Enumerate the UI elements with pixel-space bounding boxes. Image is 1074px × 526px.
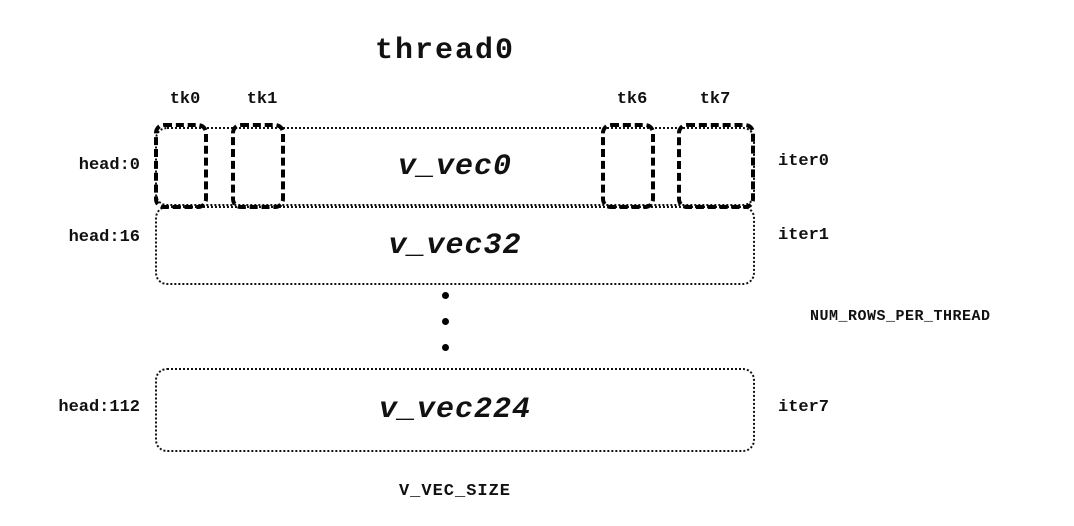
tk1-box (231, 123, 285, 209)
head-offset-iter1: head:16 (68, 228, 140, 247)
tk-label-7: tk7 (699, 90, 731, 109)
num-rows-per-thread-label: NUM_ROWS_PER_THREAD (810, 308, 991, 325)
iter-label-0: iter0 (778, 152, 830, 171)
ellipsis-dot (441, 318, 449, 325)
vvec-label-iter0: v_vec0 (397, 149, 513, 184)
v-vec-size-label: V_VEC_SIZE (398, 482, 512, 501)
vvec-label-iter7: v_vec224 (378, 393, 532, 427)
tk7-box (677, 123, 755, 209)
tk-label-0: tk0 (169, 90, 201, 109)
tk6-box (601, 123, 655, 209)
tk-label-1: tk1 (246, 90, 278, 109)
tk0-box (154, 123, 208, 209)
iter-label-7: iter7 (778, 398, 830, 417)
ellipsis-dot (441, 292, 449, 299)
vvec-row-iter1: v_vec32 (155, 206, 755, 285)
vvec-label-iter1: v_vec32 (388, 228, 522, 263)
ellipsis-dot (441, 344, 449, 351)
tk-label-6: tk6 (616, 90, 648, 109)
vertical-ellipsis-icon (441, 292, 449, 370)
head-offset-iter7: head:112 (58, 398, 140, 417)
iter-label-1: iter1 (778, 226, 830, 245)
diagram-title: thread0 (374, 34, 516, 68)
head-offset-iter0: head:0 (78, 156, 140, 175)
vvec-row-iter7: v_vec224 (155, 368, 755, 452)
